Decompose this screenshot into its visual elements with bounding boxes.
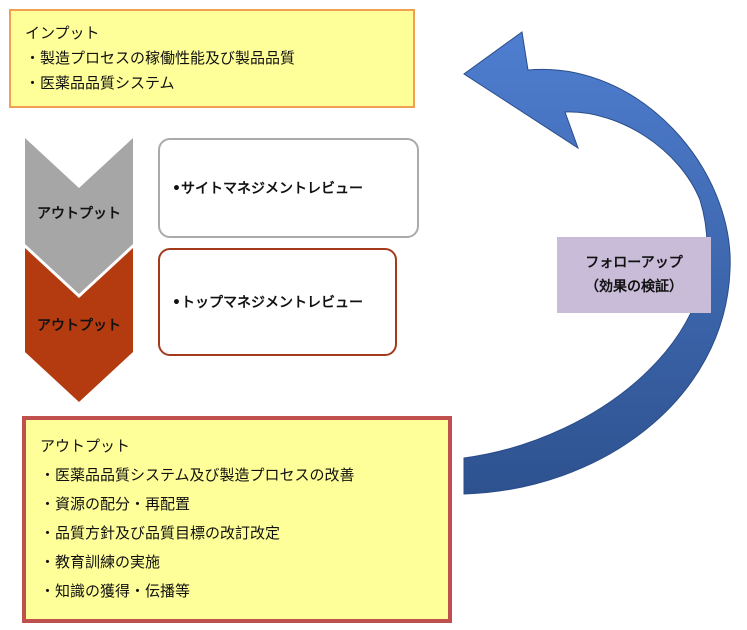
- output-item: ・教育訓練の実施: [40, 553, 161, 571]
- followup-line2: （効果の検証）: [585, 279, 683, 295]
- input-box: インプット ・製造プロセスの稼働性能及び製品品質 ・医薬品品質システム: [9, 9, 415, 108]
- chevron-gray: [25, 138, 133, 294]
- chevron-label-1: アウトプット: [37, 206, 121, 222]
- input-title: インプット: [25, 24, 100, 42]
- followup-arrow-shape: [463, 31, 731, 495]
- input-item: ・製造プロセスの稼働性能及び製品品質: [25, 49, 296, 67]
- output-title: アウトプット: [40, 437, 131, 455]
- output-box: アウトプット ・医薬品品質システム及び製造プロセスの改善 ・資源の配分・再配置 …: [22, 416, 452, 623]
- site-management-review-label: •サイトマネジメントレビュー: [172, 181, 363, 197]
- top-management-review-box: •トップマネジメントレビュー: [158, 248, 397, 356]
- input-item: ・医薬品品質システム: [25, 74, 175, 92]
- followup-line1: フォローアップ: [585, 255, 683, 271]
- output-item: ・品質方針及び品質目標の改訂改定: [40, 524, 281, 542]
- output-item: ・知識の獲得・伝播等: [40, 582, 191, 600]
- top-management-review-label: •トップマネジメントレビュー: [172, 295, 363, 311]
- output-item: ・医薬品品質システム及び製造プロセスの改善: [40, 466, 355, 484]
- output-item: ・資源の配分・再配置: [40, 495, 191, 513]
- chevron-label-2: アウトプット: [37, 318, 121, 334]
- chevron-red: [25, 248, 133, 402]
- followup-box: フォローアップ （効果の検証）: [557, 237, 711, 313]
- site-management-review-box: •サイトマネジメントレビュー: [158, 138, 419, 238]
